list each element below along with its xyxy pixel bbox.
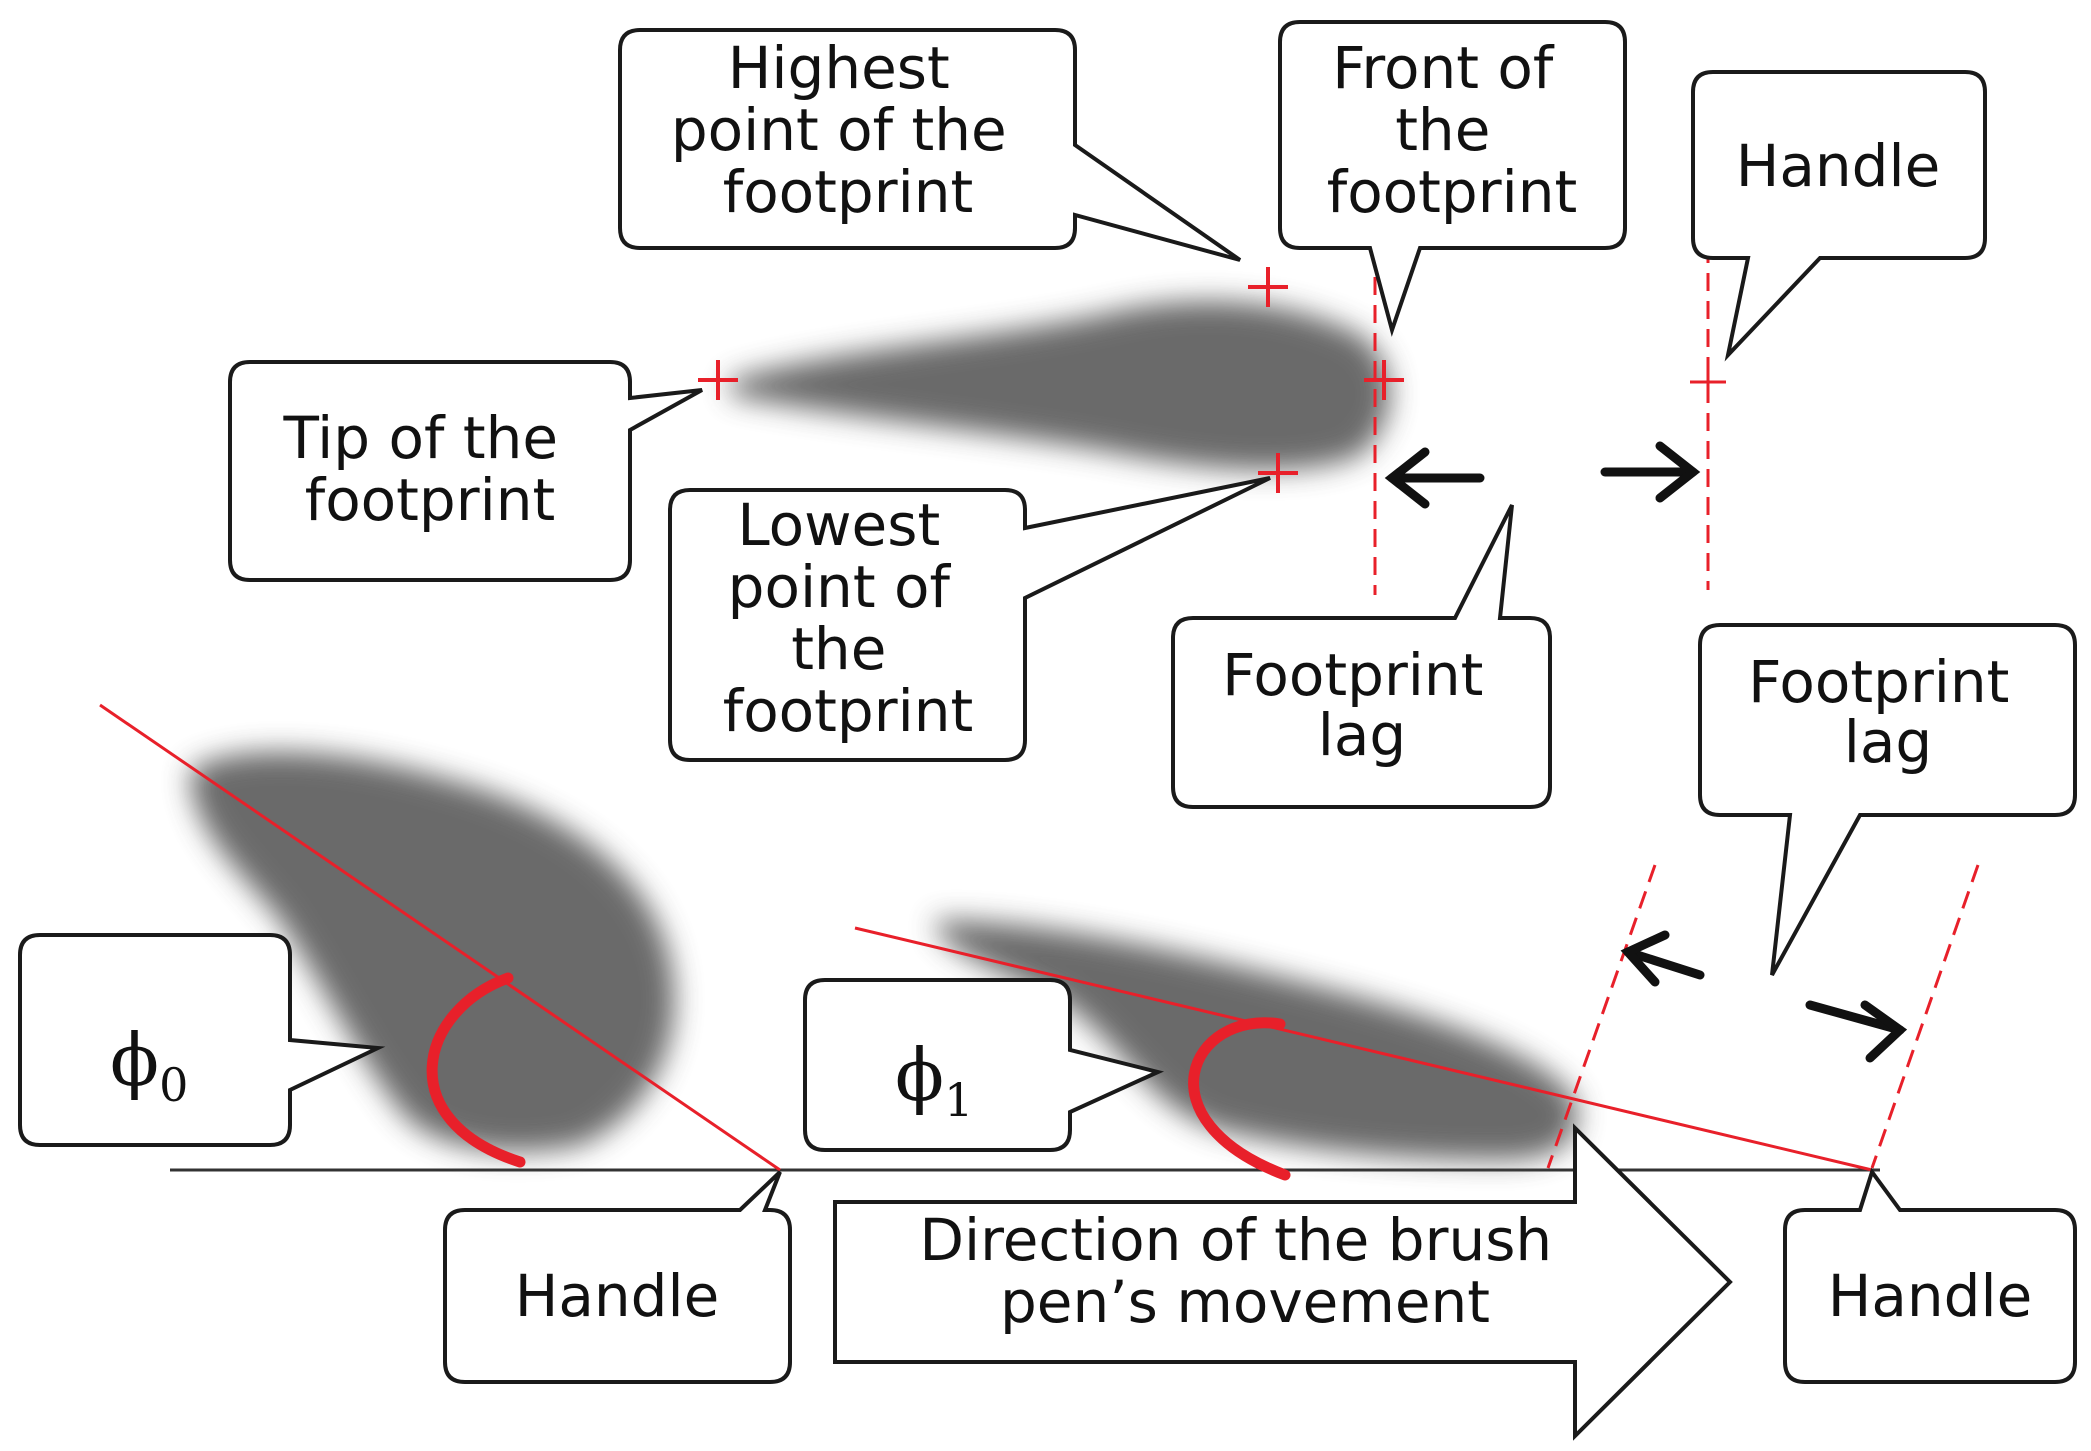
- callout-lag-top: [1171, 504, 1552, 809]
- lowest-point-label: Lowest point of the footprint: [723, 491, 973, 745]
- phi1-arc: [1188, 1017, 1291, 1181]
- right-axis-line: [854, 926, 1873, 1172]
- callout-phi0: [18, 933, 386, 1147]
- handle-right-label: Handle: [1828, 1262, 2033, 1330]
- direction-label: Direction of the brush pen’s movement: [919, 1206, 1570, 1336]
- lag-arrow-right-bottom: [1805, 1000, 1908, 1063]
- highest-point-label: Highest point of the footprint: [671, 34, 1025, 226]
- callout-lag-bottom: [1698, 623, 2077, 976]
- left-axis-line: [99, 703, 781, 1172]
- right-footprint-shape: [935, 920, 1578, 1160]
- callout-handle-right: [1783, 1167, 2077, 1384]
- callout-lowest-point: [668, 476, 1271, 762]
- handle-guide-line-bottom: [1870, 864, 1980, 1169]
- handle-left-label: Handle: [515, 1262, 720, 1330]
- lag-arrow-left-top: [1384, 447, 1485, 509]
- left-footprint-shape: [190, 751, 675, 1152]
- lag-bottom-label: Footprint lag: [1748, 648, 2028, 776]
- front-guide-line-bottom: [1546, 864, 1657, 1169]
- front-label: Front of the footprint: [1327, 34, 1577, 226]
- top-footprint-shape: [730, 301, 1390, 470]
- plus-marker-tip: [698, 360, 738, 400]
- callout-handle-left: [443, 1170, 792, 1384]
- phi0-label: ϕ0: [110, 1018, 188, 1112]
- plus-marker-lowest: [1258, 453, 1298, 493]
- plus-marker-handle: [1690, 364, 1726, 400]
- callout-phi1: [803, 978, 1165, 1152]
- callout-front: [1278, 20, 1627, 337]
- lag-arrow-right-top: [1600, 441, 1701, 503]
- phi0-arc: [426, 972, 526, 1168]
- direction-arrow: [833, 1123, 1733, 1441]
- lag-arrow-left-bottom: [1620, 930, 1705, 987]
- tip-label: Tip of the footprint: [283, 404, 577, 534]
- plus-marker-front: [1364, 360, 1404, 400]
- phi1-label: ϕ1: [895, 1033, 973, 1127]
- lag-top-label: Footprint lag: [1222, 641, 1502, 769]
- callout-highest-point: [618, 28, 1242, 262]
- callout-handle-top: [1691, 70, 1987, 362]
- plus-marker-highest: [1248, 267, 1288, 307]
- handle-top-label: Handle: [1736, 132, 1941, 200]
- callout-tip: [228, 360, 703, 582]
